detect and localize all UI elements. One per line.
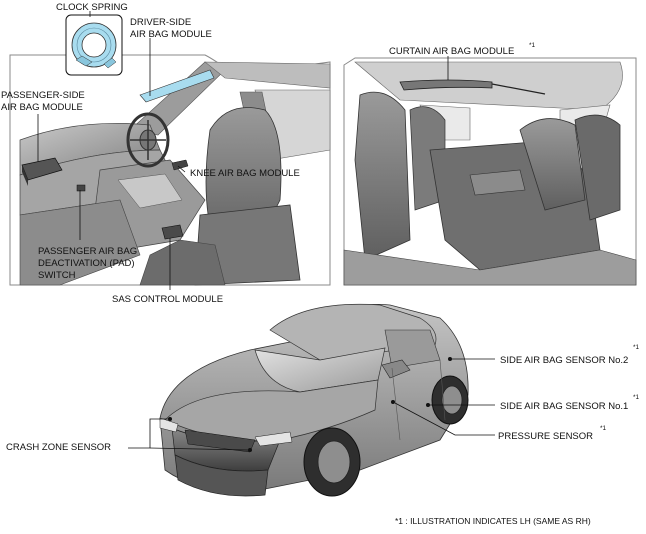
label-driver-airbag-line1: DRIVER-SIDE [130,17,191,28]
label-clock-spring: CLOCK SPRING [56,2,128,13]
pressure-sensor-marker [391,400,395,404]
note-mark-side-sensor-1: *1 [633,394,640,401]
front-interior-illustration [9,54,331,286]
label-pad-switch-line1: PASSENGER AIR BAG [38,246,137,257]
label-side-sensor-2: SIDE AIR BAG SENSOR No.2 [500,355,628,366]
label-knee-airbag: KNEE AIR BAG MODULE [190,168,300,179]
rear-interior-illustration [343,57,637,286]
knee-airbag-marker [171,159,189,171]
label-sas-module: SAS CONTROL MODULE [112,294,223,305]
side-sensor-1-marker [426,403,430,407]
note-mark-pressure-sensor: *1 [600,425,607,432]
note-mark-curtain: *1 [529,42,536,49]
label-crash-zone-sensor: CRASH ZONE SENSOR [6,442,111,453]
label-passenger-airbag-line2: AIR BAG MODULE [1,102,83,113]
note-mark-side-sensor-2: *1 [633,344,640,351]
label-curtain-airbag: CURTAIN AIR BAG MODULE [389,46,514,57]
label-pad-switch-line3: SWITCH [38,270,76,281]
label-pressure-sensor: PRESSURE SENSOR [498,431,593,442]
leader-lines [37,11,495,451]
label-driver-airbag-line2: AIR BAG MODULE [130,29,212,40]
footnote: *1 : ILLUSTRATION INDICATES LH (SAME AS … [395,516,591,526]
vehicle-exterior-illustration [159,303,469,497]
crash-sensor-marker-left [168,417,172,421]
clock-spring-inset [65,14,123,76]
label-side-sensor-1: SIDE AIR BAG SENSOR No.1 [500,401,628,412]
callout-labels: CLOCK SPRING DRIVER-SIDE AIR BAG MODULE … [1,2,640,526]
crash-sensor-marker-right [248,448,252,452]
label-passenger-airbag-line1: PASSENGER-SIDE [1,90,85,101]
curtain-airbag-strip [399,79,493,91]
label-pad-switch-line2: DEACTIVATION (PAD) [38,258,135,269]
side-sensor-2-marker [448,357,452,361]
driver-airbag-highlight [139,69,215,103]
pad-switch-marker [76,184,86,192]
sas-module-box [161,224,184,240]
